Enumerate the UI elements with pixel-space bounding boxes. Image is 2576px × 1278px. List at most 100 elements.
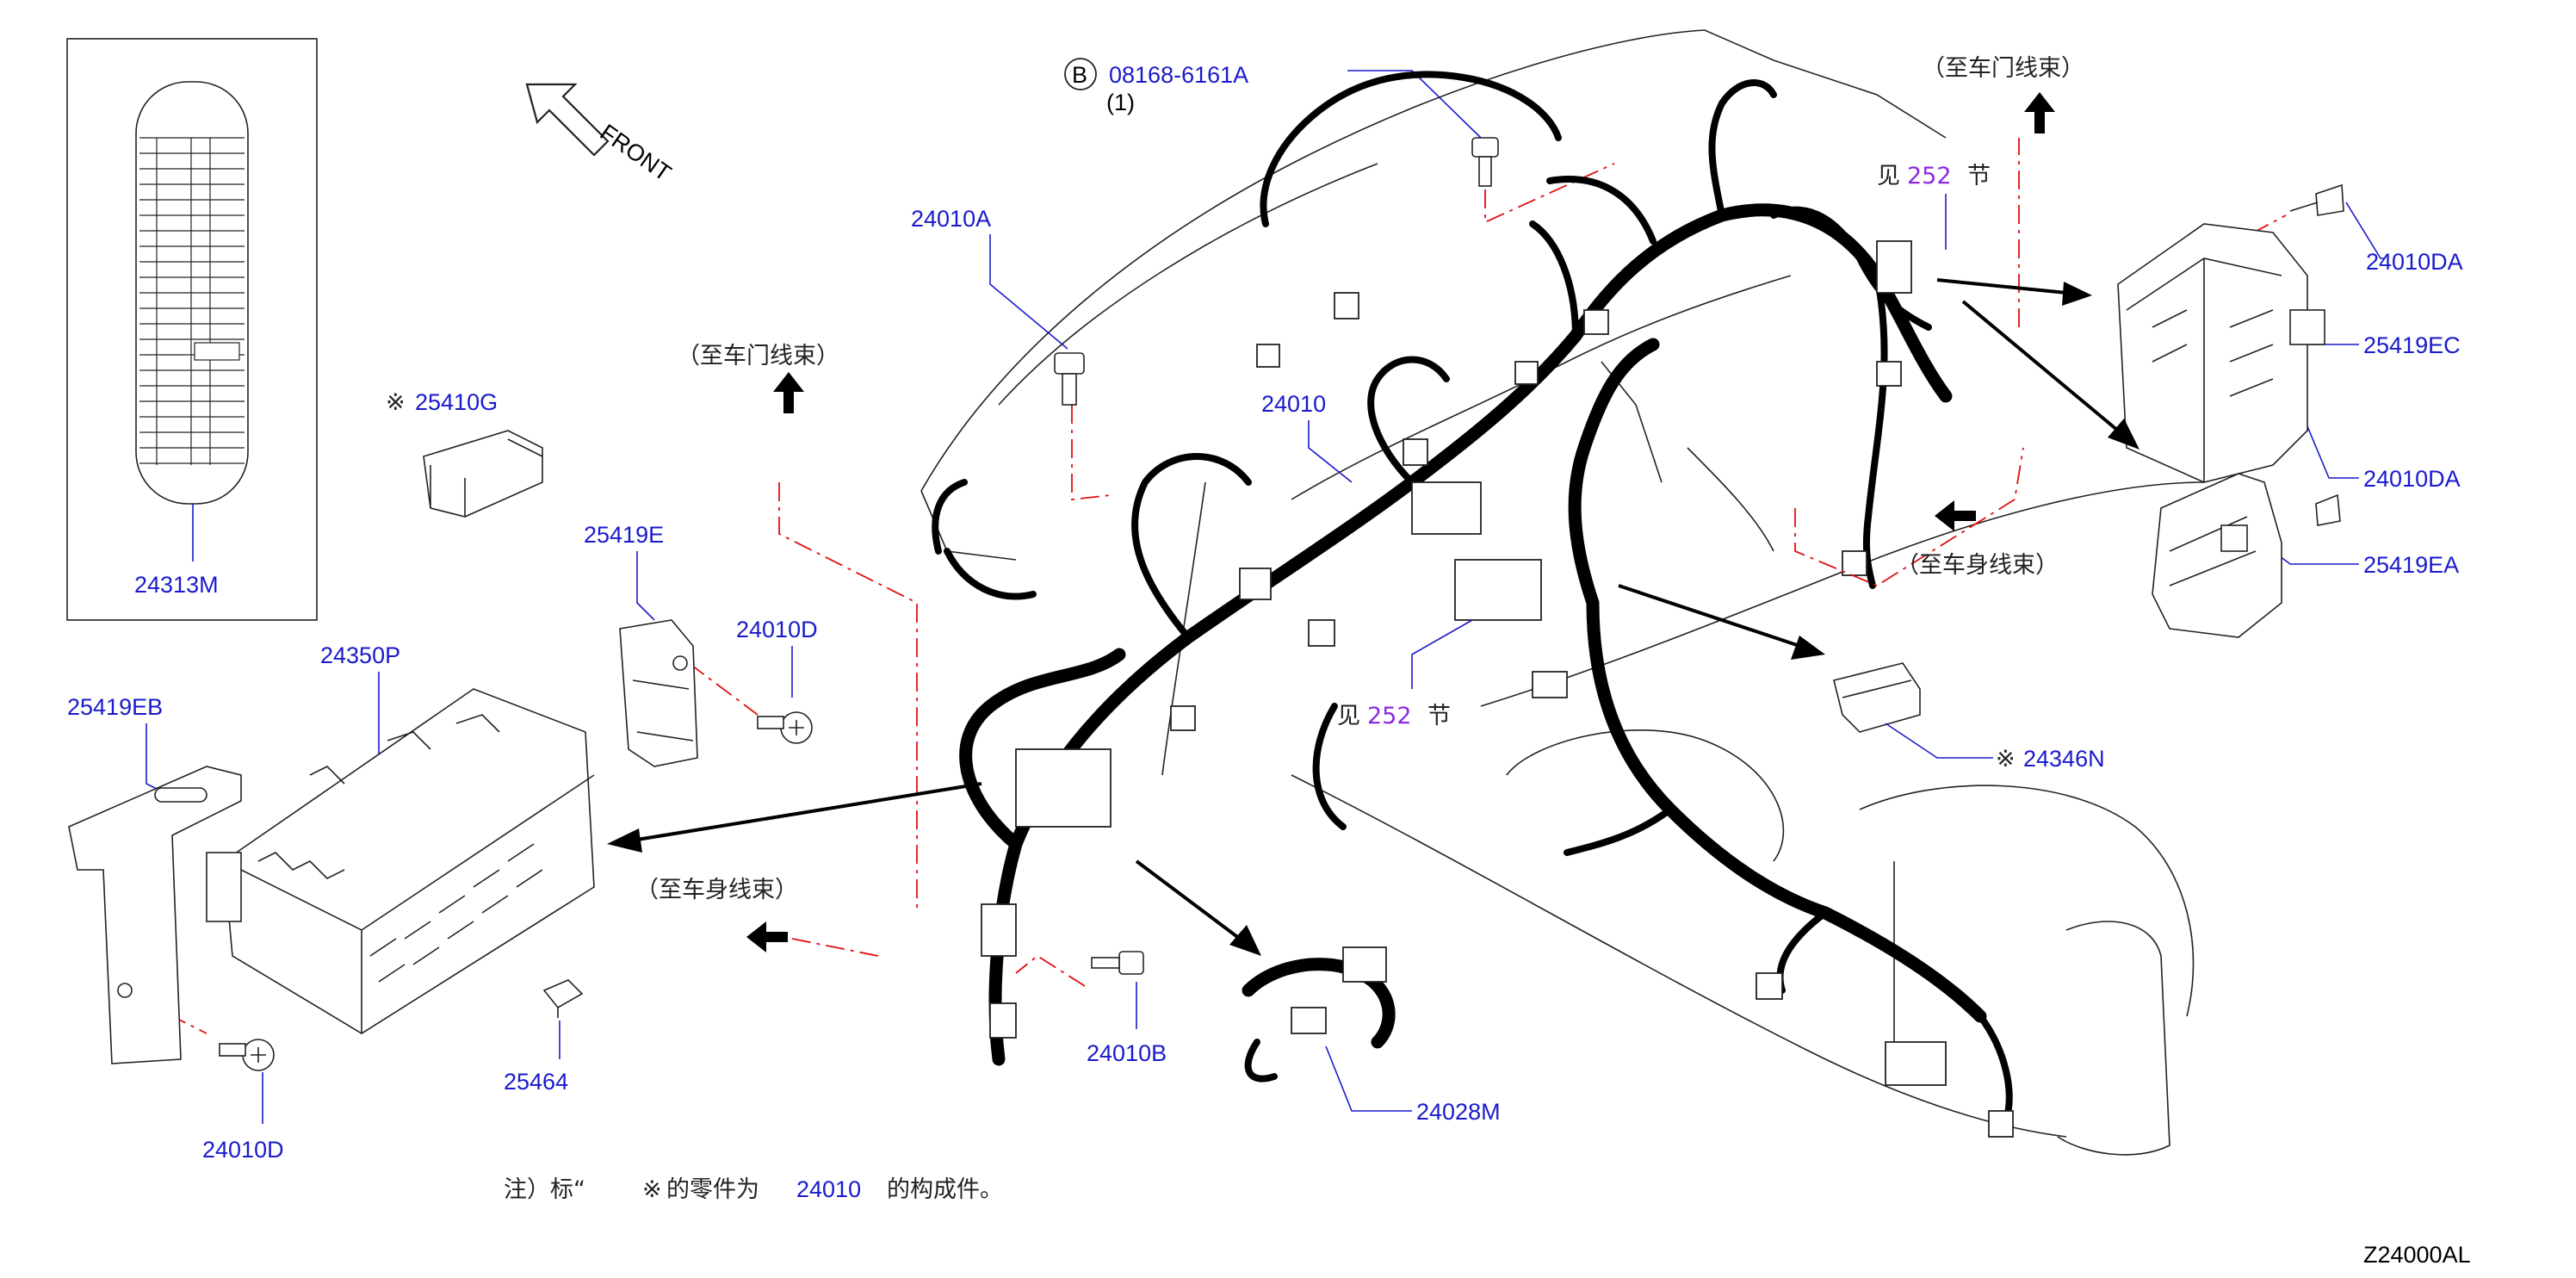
- part-number-25464: 25464: [504, 1069, 568, 1095]
- bolt-quantity: (1): [1106, 90, 1135, 115]
- arrow-head-down: [1229, 925, 1261, 956]
- bolt-24010D-top-icon: [757, 711, 813, 744]
- arrow-head-right: [1791, 636, 1825, 660]
- reference-block-arrows: [746, 92, 2055, 952]
- junction-block: [1015, 748, 1112, 828]
- clip-24346N-icon: [1833, 662, 1921, 733]
- connector: [1532, 671, 1568, 698]
- svg-text:的零件为: 的零件为: [666, 1176, 759, 1203]
- up-arrow-door-left: [773, 372, 804, 413]
- fuse-25464-icon: [542, 979, 584, 1018]
- svg-text:节: 节: [1427, 703, 1451, 729]
- note-part-number: 24010: [796, 1176, 861, 1202]
- callout-bolt-b: B 08168-6161A (1): [1064, 58, 1615, 224]
- pointer-arrows: [607, 278, 2139, 956]
- part-number-08168-6161A: 08168-6161A: [1109, 62, 1248, 88]
- ref-to-door-harness-left: （至车门线束）: [677, 343, 839, 369]
- section-number: 252: [1907, 163, 1952, 189]
- up-arrow-door-right: [2024, 92, 2055, 133]
- connector: [1342, 946, 1387, 983]
- bolt-circle-letter: B: [1072, 62, 1087, 88]
- connector: [1876, 240, 1912, 294]
- ref-to-door-harness-right: （至车门线束）: [1922, 55, 2084, 82]
- part-number-24010B: 24010B: [1087, 1040, 1167, 1066]
- see-section-top: 见 252 节: [1877, 163, 1991, 250]
- connector: [1842, 550, 1867, 576]
- callout-25419EA: 25419EA: [2238, 493, 2459, 578]
- callout-24010B: 24010B: [1087, 951, 1167, 1066]
- connector: [1334, 292, 1359, 320]
- ref-to-body-harness-left: （至车身线束）: [635, 877, 798, 903]
- connector: [1170, 705, 1196, 731]
- ref-to-body-harness-right: （至车身线束）: [1896, 552, 2059, 579]
- connector: [1308, 619, 1335, 647]
- part-number-24346N: 24346N: [2023, 746, 2105, 772]
- bracket-25419EB-icon: [68, 766, 242, 1064]
- part-number-24350P: 24350P: [320, 642, 400, 668]
- part-number-25419EA: 25419EA: [2363, 552, 2459, 578]
- right-module-assembly-icon: [2117, 223, 2325, 638]
- bolt-08168-icon: [1471, 137, 1499, 187]
- fuse-block-24350P-icon: [206, 688, 595, 1034]
- clip-24010B-icon: [1091, 951, 1144, 975]
- front-label: FRONT: [596, 119, 676, 186]
- callout-24010: 24010: [1261, 391, 1353, 483]
- svg-text:见: 见: [1877, 163, 1900, 189]
- arrow-head-diag: [2108, 419, 2139, 450]
- left-arrow-body-left: [746, 921, 788, 952]
- svg-text:见: 见: [1337, 703, 1360, 729]
- part-number-25419EC: 25419EC: [2363, 332, 2461, 358]
- connector: [1756, 972, 1783, 1000]
- part-number-24313M: 24313M: [134, 572, 219, 598]
- inset-fuse-label-box: 24313M: [66, 38, 318, 621]
- connector-block: [1454, 559, 1542, 621]
- arrow-head-right-top: [2062, 282, 2092, 306]
- connector: [1876, 361, 1902, 387]
- screw-24010DA-top-icon: [2289, 183, 2344, 216]
- connector: [1885, 1041, 1947, 1086]
- diagram-code: Z24000AL: [2363, 1242, 2471, 1268]
- connector: [1988, 1110, 2014, 1138]
- callout-24350P: 24350P: [206, 642, 595, 1034]
- part-number-25410G: 25410G: [415, 389, 498, 415]
- svg-text:注）标“: 注）标“: [504, 1176, 585, 1203]
- callout-24010A: 24010A: [911, 206, 1085, 406]
- bracket-25419E-icon: [619, 619, 698, 767]
- connector: [1514, 361, 1539, 385]
- connector: [1239, 568, 1272, 600]
- clip-24010A-icon: [1054, 352, 1085, 406]
- harness-connectors: [981, 240, 2014, 1138]
- relay-25410G-icon: [423, 430, 543, 518]
- callout-24346N: ※ 24346N: [1833, 662, 2105, 772]
- part-number-24010D-bottom: 24010D: [202, 1137, 284, 1163]
- bolt-24010D-bottom-icon: [219, 1039, 275, 1071]
- front-direction-arrow: FRONT: [525, 83, 676, 186]
- part-number-24010DA-top: 24010DA: [2366, 249, 2463, 275]
- part-number-25419EB: 25419EB: [67, 694, 163, 720]
- callout-24010D-top: 24010D: [736, 617, 818, 744]
- callout-25419E: 25419E: [584, 522, 698, 767]
- connector: [989, 1002, 1017, 1039]
- part-number-24010D-top: 24010D: [736, 617, 818, 642]
- callout-25464: 25464: [504, 979, 584, 1095]
- arrow-head-left: [607, 828, 642, 853]
- svg-text:的构成件。: 的构成件。: [887, 1176, 1003, 1203]
- dashboard-outline: [920, 29, 2205, 1156]
- callout-24010D-bottom: 24010D: [202, 1039, 284, 1163]
- connector: [1291, 1007, 1327, 1034]
- see-section-mid: 见 252 节: [1337, 619, 1473, 729]
- svg-text:节: 节: [1967, 163, 1991, 189]
- callout-25410G: ※ 25410G: [386, 389, 543, 518]
- part-number-24028M: 24028M: [1416, 1099, 1501, 1125]
- connector: [1403, 438, 1428, 466]
- component-mark: ※: [386, 389, 406, 416]
- connector: [1583, 309, 1609, 335]
- part-number-24010DA-bottom: 24010DA: [2363, 466, 2461, 492]
- part-number-24010: 24010: [1261, 391, 1326, 417]
- callout-24028M: 24028M: [1325, 1045, 1501, 1125]
- component-mark: ※: [642, 1176, 662, 1203]
- part-number-24010A: 24010A: [911, 206, 991, 232]
- connector: [1411, 481, 1482, 535]
